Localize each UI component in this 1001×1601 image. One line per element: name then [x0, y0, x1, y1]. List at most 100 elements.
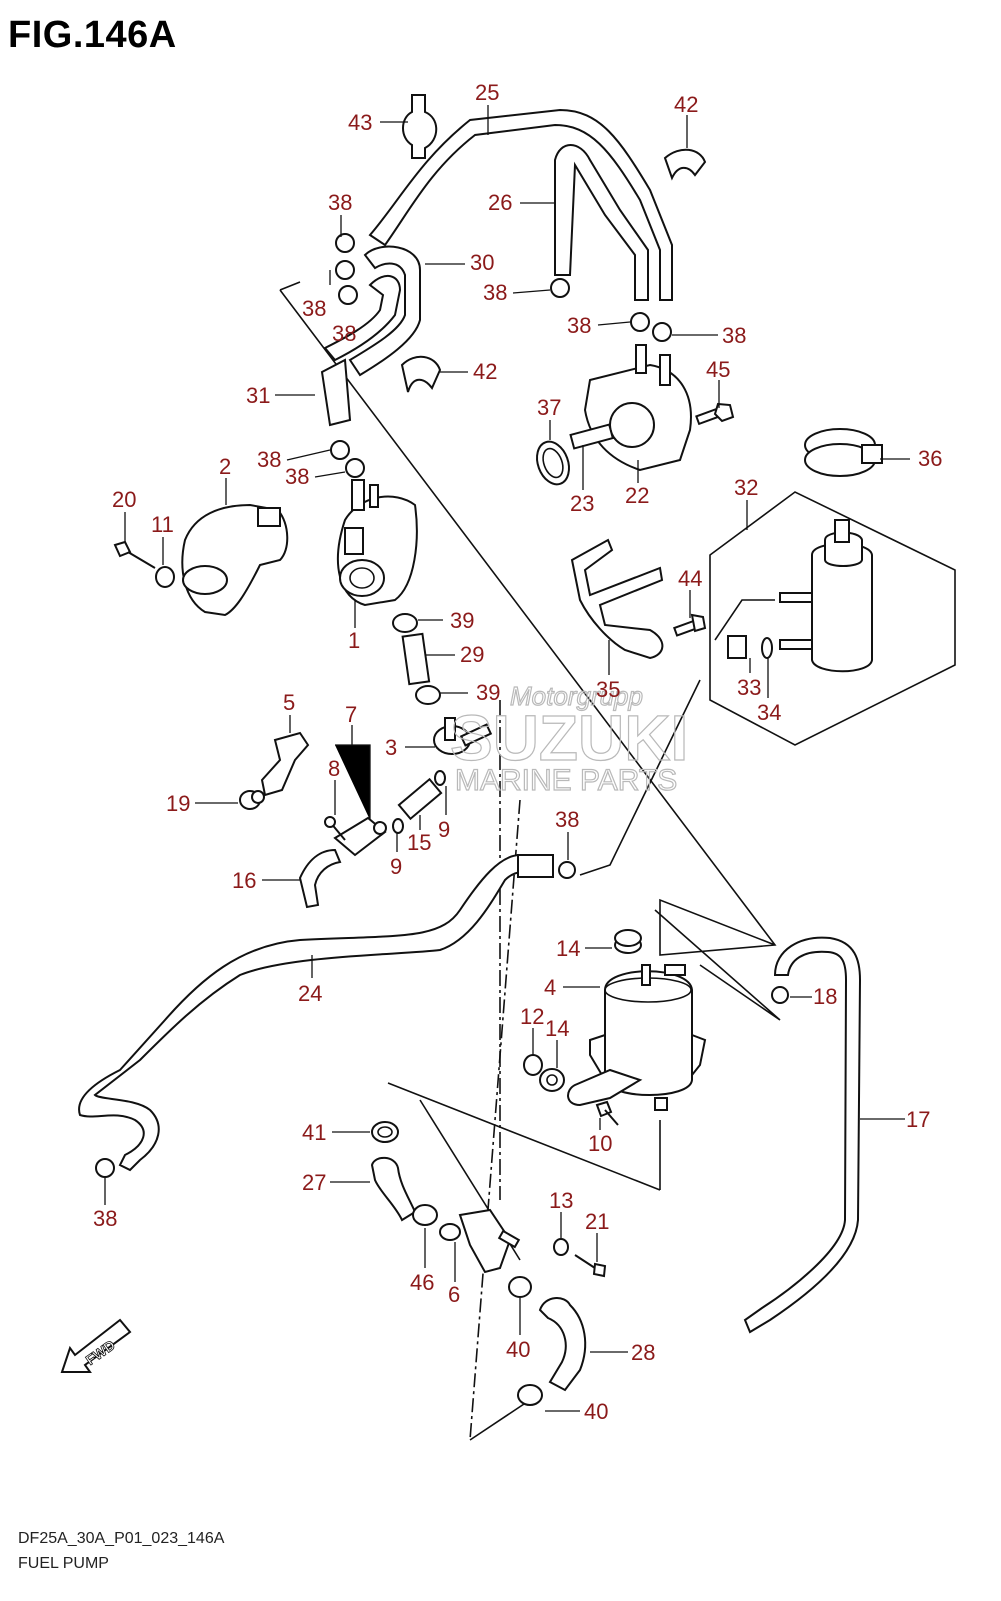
callout-38-g: 38 — [257, 447, 281, 472]
callout-22: 22 — [625, 483, 649, 508]
callout-11: 11 — [151, 512, 174, 537]
callout-25: 25 — [475, 80, 499, 105]
callout-9-a: 9 — [438, 817, 450, 842]
callout-39-b: 39 — [476, 680, 500, 705]
bolt-8 — [324, 816, 346, 841]
bracket-5 — [260, 731, 310, 797]
callout-45: 45 — [706, 357, 730, 382]
callout-10: 10 — [588, 1131, 612, 1156]
fuel-pump-22 — [569, 344, 692, 472]
clamps-40 — [508, 1276, 543, 1406]
hose-17 — [743, 936, 862, 1334]
callout-13: 13 — [549, 1188, 573, 1213]
bolt-44 — [673, 613, 707, 637]
callout-12: 12 — [520, 1004, 544, 1029]
watermark-subtitle: MARINE PARTS — [455, 764, 677, 797]
clamp-41 — [371, 1121, 399, 1143]
callout-27: 27 — [302, 1170, 326, 1195]
callout-21: 21 — [585, 1209, 609, 1234]
callout-43: 43 — [348, 110, 372, 135]
callout-24: 24 — [298, 981, 322, 1006]
callout-23: 23 — [570, 491, 594, 516]
housing-2 — [181, 503, 289, 617]
callout-38-c: 38 — [332, 321, 356, 346]
figure-title: FIG.146A — [8, 14, 177, 56]
callout-labels: 25 43 42 26 38 30 38 38 38 38 38 42 45 3… — [93, 80, 942, 1424]
callout-18: 18 — [813, 984, 837, 1009]
callout-32: 32 — [734, 475, 758, 500]
callout-38-h: 38 — [285, 464, 309, 489]
hose-29 — [401, 632, 431, 686]
hose-28 — [538, 1297, 587, 1392]
callout-39-a: 39 — [450, 608, 474, 633]
hose-27 — [370, 1156, 417, 1222]
callout-19: 19 — [166, 791, 190, 816]
grommet-14-lower — [539, 1068, 565, 1092]
callout-38-a: 38 — [328, 190, 352, 215]
washer-11 — [155, 566, 175, 588]
pump-4 — [567, 964, 707, 1111]
callout-42-mid: 42 — [473, 359, 497, 384]
watermark-script: Motorgrupp — [510, 681, 643, 711]
filter-assembly-32 — [709, 491, 956, 746]
callout-14-lower: 14 — [545, 1016, 569, 1041]
callout-14-top: 14 — [556, 936, 580, 961]
clamps-38 — [95, 233, 789, 1178]
callout-37: 37 — [537, 395, 561, 420]
callout-26: 26 — [488, 190, 512, 215]
clamp-42-mid — [400, 355, 442, 393]
callout-38-j: 38 — [93, 1206, 117, 1231]
hose-16 — [298, 848, 342, 909]
callout-28: 28 — [631, 1340, 655, 1365]
callout-31: 31 — [246, 383, 270, 408]
clamp-46 — [412, 1204, 438, 1226]
callout-38-d: 38 — [483, 280, 507, 305]
callout-40-a: 40 — [506, 1337, 530, 1362]
callout-34: 34 — [757, 700, 781, 725]
callout-8: 8 — [328, 756, 340, 781]
collar-13 — [553, 1238, 569, 1256]
collar-12 — [523, 1054, 543, 1076]
callout-20: 20 — [112, 487, 136, 512]
callout-44: 44 — [678, 566, 702, 591]
fwd-arrow: FWD — [60, 1318, 132, 1373]
bolt-21 — [574, 1254, 607, 1278]
callout-29: 29 — [460, 642, 484, 667]
callout-36: 36 — [918, 446, 942, 471]
callout-38-f: 38 — [722, 323, 746, 348]
hose-24 — [78, 853, 554, 1172]
watermark-brand: SUZUKI — [450, 702, 688, 774]
grommet-14-top — [614, 929, 642, 954]
figure-name: FUEL PUMP — [18, 1555, 109, 1572]
callout-30: 30 — [470, 250, 494, 275]
grommet-19 — [239, 790, 265, 810]
callout-15: 15 — [407, 830, 431, 855]
hose-26 — [554, 144, 649, 301]
callout-9-b: 9 — [390, 854, 402, 879]
callout-42-top: 42 — [674, 92, 698, 117]
valve-3 — [433, 717, 493, 755]
bracket-35 — [570, 538, 664, 660]
callout-6: 6 — [448, 1282, 460, 1307]
callout-46: 46 — [410, 1270, 434, 1295]
watermark: SUZUKI MARINE PARTS Motorgrupp — [449, 680, 688, 797]
clamp-42-top — [663, 148, 707, 181]
callout-7: 7 — [345, 702, 357, 727]
valve-6 — [439, 1208, 521, 1274]
callout-33: 33 — [737, 675, 761, 700]
fuel-filter-1 — [337, 479, 418, 607]
callout-38-b: 38 — [302, 296, 326, 321]
callout-1: 1 — [348, 628, 360, 653]
bolt-45 — [695, 402, 735, 426]
o-ring-37 — [536, 440, 570, 486]
o-rings-9 — [392, 770, 446, 834]
callout-5: 5 — [283, 690, 295, 715]
drawing-code: DF25A_30A_P01_023_146A — [18, 1530, 225, 1547]
callout-35: 35 — [596, 677, 620, 702]
hose-15 — [397, 777, 443, 821]
callout-17: 17 — [906, 1107, 930, 1132]
callout-3: 3 — [385, 735, 397, 760]
callout-16: 16 — [232, 868, 256, 893]
callout-38-e: 38 — [567, 313, 591, 338]
